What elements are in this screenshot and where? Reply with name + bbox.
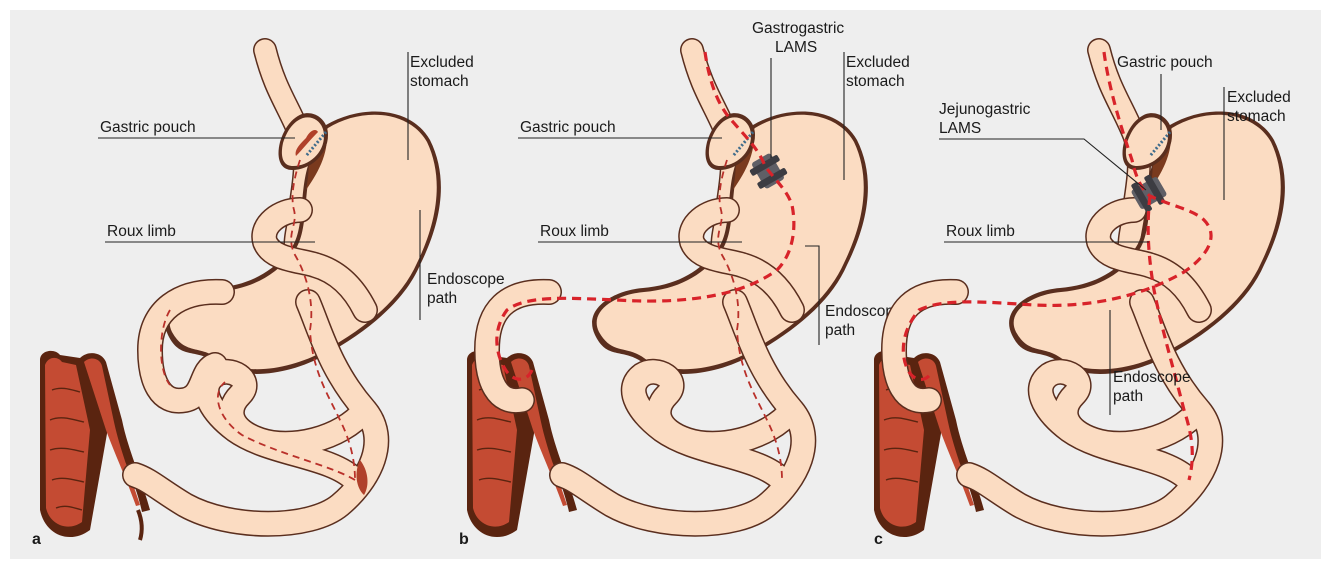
label-excluded-stomach-line2: stomach [1227,108,1286,125]
small-bowel-illustration [894,210,1210,524]
label-endoscope-path-line2: path [1113,388,1143,405]
label-gastric-pouch: Gastric pouch [1117,54,1213,71]
label-lams-line1: Jejunogastric [939,101,1031,118]
panel-a: Excluded stomach Gastric pouch Roux limb… [10,10,447,559]
label-excluded-stomach-line1: Excluded [1227,89,1291,106]
panel-b: Gastrogastric LAMS Excluded stomach Gast… [447,10,884,559]
panel-letter-c: c [874,531,883,548]
label-roux-limb: Roux limb [107,223,176,240]
colon-illustration [40,351,150,540]
label-lams-line2: LAMS [939,120,981,137]
label-lams-line1: Gastrogastric [752,20,844,37]
panel-c: Gastric pouch Jejunogastric LAMS Exclude… [884,10,1321,559]
leader-lams [939,139,1146,190]
label-gastric-pouch: Gastric pouch [520,119,616,136]
label-endoscope-path-line2: path [825,322,855,339]
small-bowel-illustration [487,210,803,524]
label-gastric-pouch: Gastric pouch [100,119,196,136]
label-endoscope-path-line1: Endoscope [1113,369,1191,386]
label-lams-line2: LAMS [775,39,817,56]
panel-letter-a: a [32,531,41,548]
panel-letter-b: b [459,531,469,548]
label-roux-limb: Roux limb [540,223,609,240]
label-roux-limb: Roux limb [946,223,1015,240]
